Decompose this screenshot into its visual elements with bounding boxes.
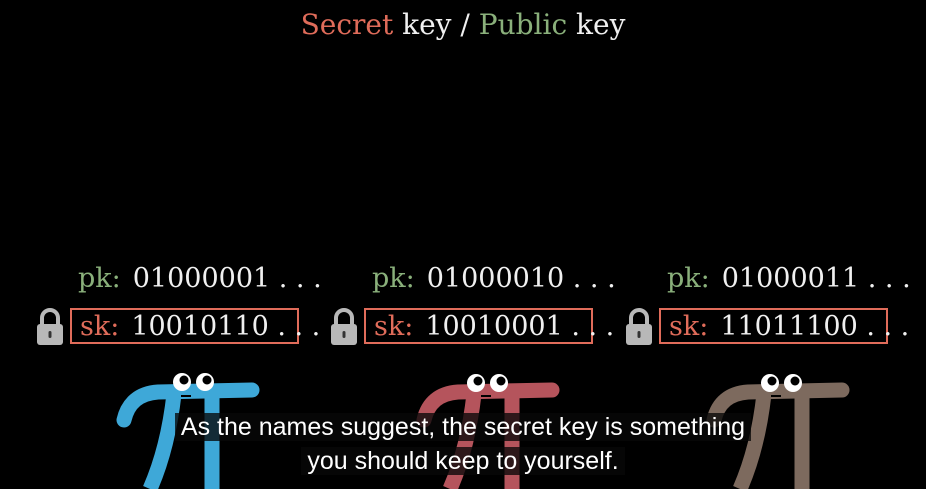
secret-key-1: sk: 10010110 . . . [70,308,320,344]
sk-value: 11011100 . . . [720,310,910,342]
secret-key-3: sk: 11011100 . . . [659,308,909,344]
pk-label: pk: [372,263,415,294]
public-key-1: pk: 01000001 . . . [78,263,322,294]
title-key-slash: key / [393,8,479,41]
subtitle-line-2: you should keep to yourself. [0,444,926,478]
title-key-word: key [567,8,626,41]
pk-label: pk: [667,263,710,294]
pk-value: 01000010 . . . [426,263,616,294]
pi-character-blue [116,373,260,489]
title-public-word: Public [478,8,568,41]
pk-value: 01000001 . . . [132,263,322,294]
subtitle-line-1: As the names suggest, the secret key is … [0,410,926,444]
public-key-3: pk: 01000011 . . . [667,263,911,294]
sk-label: sk: [374,310,414,342]
lock-icon [331,308,357,345]
sk-value: 10010110 . . . [131,310,321,342]
secret-key-2: sk: 10010001 . . . [364,308,614,344]
public-key-2: pk: 01000010 . . . [372,263,616,294]
lock-icon [37,308,63,345]
sk-label: sk: [80,310,120,342]
pk-label: pk: [78,263,121,294]
sk-label: sk: [669,310,709,342]
lock-icon [626,308,652,345]
sk-value: 10010001 . . . [425,310,615,342]
slide-title: Secret key / Public key [0,8,926,41]
subtitle-text-1: As the names suggest, the secret key is … [174,413,752,441]
pk-value: 01000011 . . . [721,263,911,294]
subtitle-text-2: you should keep to yourself. [301,447,625,475]
title-secret-word: Secret [300,8,394,41]
